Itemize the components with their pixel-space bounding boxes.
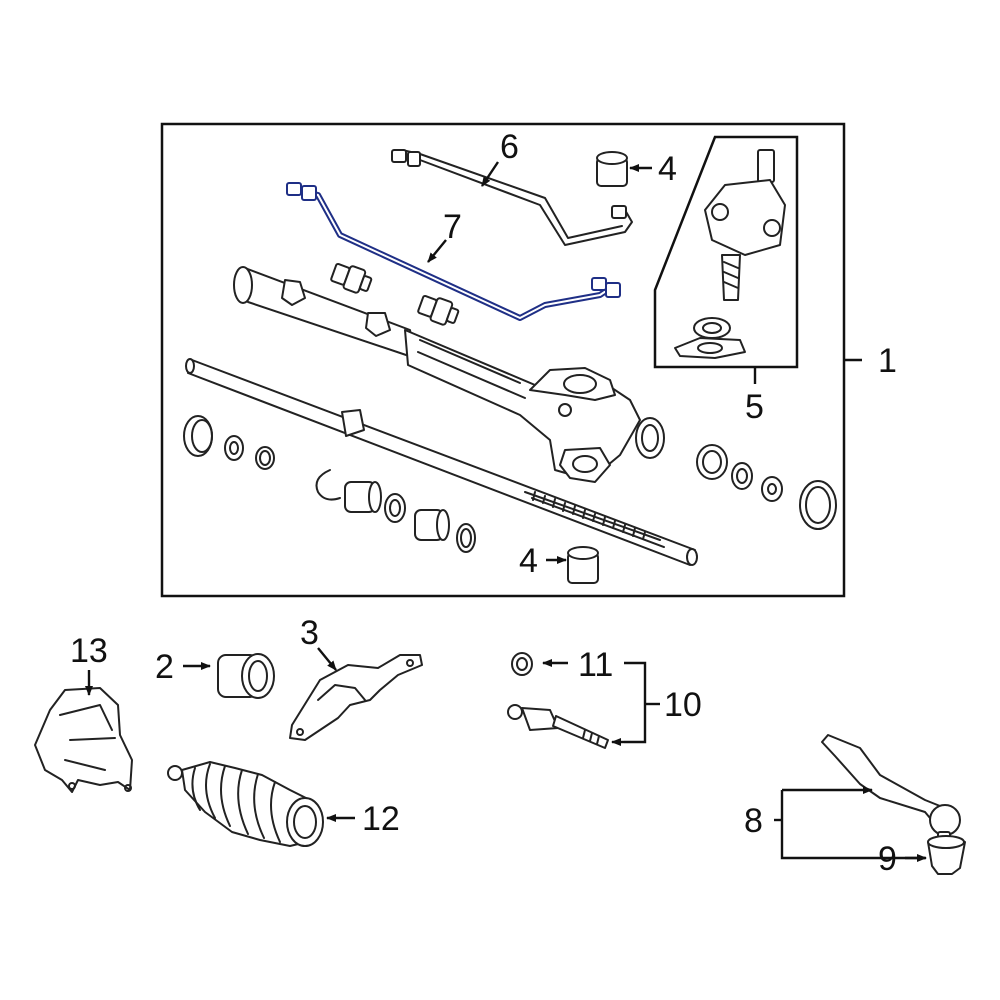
callout-7: 7 xyxy=(443,208,462,246)
callout-11: 11 xyxy=(578,646,613,684)
valve-body-part-5[interactable] xyxy=(674,149,786,359)
outer-tie-rod-end-part-8[interactable] xyxy=(821,734,961,849)
callout-8: 8 xyxy=(744,802,763,840)
callout-1: 1 xyxy=(878,342,897,380)
rack-boot-part-12[interactable] xyxy=(167,761,324,847)
mount-bushing-top-part-4[interactable] xyxy=(596,151,628,187)
rack-bar[interactable] xyxy=(185,358,698,566)
callout-10: 10 xyxy=(664,686,702,724)
rack-bushing-part-2[interactable] xyxy=(217,653,275,699)
heat-shield-bracket-part-13[interactable] xyxy=(34,687,133,793)
dust-boot-part-9[interactable] xyxy=(927,835,966,875)
callout-9: 9 xyxy=(878,840,897,878)
valve-subassembly-frame xyxy=(653,135,799,369)
callout-3: 3 xyxy=(300,614,319,652)
callout-12: 12 xyxy=(362,800,400,838)
mounting-bracket-part-3[interactable] xyxy=(289,654,423,741)
center-bushing-set[interactable] xyxy=(344,481,476,553)
feed-pipe-core xyxy=(297,189,616,319)
inner-tie-rod-part-10[interactable] xyxy=(507,704,609,749)
union-fittings[interactable] xyxy=(330,261,461,329)
lock-washer-part-11[interactable] xyxy=(511,652,533,676)
mount-bushing-bottom-part-4[interactable] xyxy=(567,546,599,584)
callout-4-top: 4 xyxy=(658,150,677,188)
feed-pipe-part-7[interactable] xyxy=(286,182,621,321)
leader-lines xyxy=(85,161,927,862)
right-seal-set[interactable] xyxy=(696,444,837,530)
rack-housing[interactable] xyxy=(233,266,665,483)
callout-4-bottom: 4 xyxy=(519,542,538,580)
callout-6: 6 xyxy=(500,128,519,166)
callout-5: 5 xyxy=(745,388,764,426)
return-pipe-part-6[interactable] xyxy=(391,149,633,246)
callout-13: 13 xyxy=(70,632,108,670)
callout-2: 2 xyxy=(155,648,174,686)
left-seal-set[interactable] xyxy=(183,415,275,470)
circlip[interactable] xyxy=(315,469,341,501)
